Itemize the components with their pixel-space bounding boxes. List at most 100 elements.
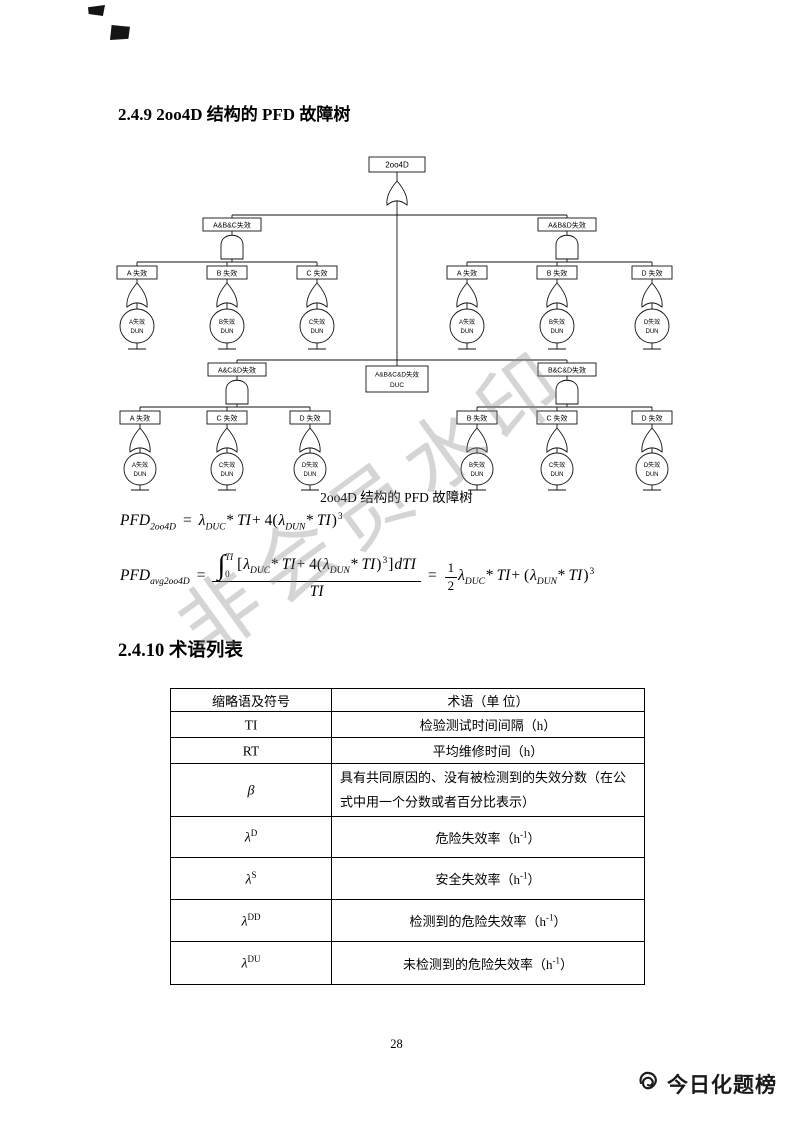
- gate-event-label: A&B&D失效: [548, 221, 586, 230]
- table-header-row: 缩略语及符号 术语（单 位）: [170, 688, 645, 712]
- and-gate-icon: [555, 234, 579, 260]
- tree-branch: A&C&D失效 A 失效 A失效 DUN C 失效 C失效 DUN: [119, 360, 331, 491]
- term-cell: 检验测试时间间隔（h）: [331, 711, 645, 738]
- section-heading-2410: 2.4.10 术语列表: [118, 641, 243, 661]
- tree-root: 2oo4D: [232, 156, 567, 361]
- term-cell: 危险失效率（h-1）: [331, 816, 645, 859]
- event-label: A失效: [132, 461, 148, 469]
- symbol-cell: λDU: [170, 941, 332, 986]
- table-row: λDD 检测到的危险失效率（h-1）: [170, 899, 645, 943]
- brand-logo: 今日化题榜: [636, 1068, 777, 1099]
- basic-event-circle: [540, 452, 574, 486]
- terms-table: 缩略语及符号 术语（单 位） TI 检验测试时间间隔（h） RT 平均维修时间（…: [170, 688, 645, 986]
- basic-event-circle: [299, 308, 335, 344]
- col-header-term: 术语（单 位）: [331, 688, 645, 712]
- event-mode-label: DUN: [471, 472, 484, 478]
- table-row: λDU 未检测到的危险失效率（h-1）: [170, 941, 645, 986]
- and-gate-icon: [555, 379, 579, 405]
- event-mode-label: DUN: [646, 329, 659, 335]
- term-cell: 检测到的危险失效率（h-1）: [331, 899, 645, 943]
- duc-label-line1: A&B&C&D失效: [375, 370, 420, 379]
- node-label: B 失效: [547, 269, 568, 278]
- event-mode-label: DUN: [221, 329, 234, 335]
- duc-label-line2: DUC: [390, 382, 404, 389]
- basic-event-circle: [635, 452, 669, 486]
- node-label: D 失效: [642, 414, 663, 423]
- tree-branch: B&C&D失效 B 失效 B失效 DUN C 失效 C失效 DUN: [456, 360, 673, 491]
- gate-event-label: A&C&D失效: [218, 366, 256, 375]
- node-label: A 失效: [130, 414, 150, 423]
- scan-artifact: [110, 25, 130, 40]
- and-gate-icon: [220, 234, 244, 260]
- table-row: λD 危险失效率（h-1）: [170, 816, 645, 859]
- basic-event-circle: [449, 308, 485, 344]
- symbol-cell: λDD: [170, 899, 332, 943]
- term-cell: 平均维修时间（h）: [331, 737, 645, 764]
- basic-event-circle: [634, 308, 670, 344]
- page-number: 28: [390, 1037, 403, 1051]
- and-gate-icon: [225, 379, 249, 405]
- formula-term: PFD: [120, 512, 151, 530]
- node-label: A 失效: [127, 269, 147, 278]
- integral-sign: ∫: [217, 549, 226, 581]
- event-label: A失效: [459, 318, 475, 326]
- node-label: A 失效: [457, 269, 477, 278]
- event-label: D失效: [644, 461, 660, 469]
- node-label: C 失效: [217, 414, 238, 423]
- duc-event-box: A&B&C&D失效 DUC: [365, 360, 429, 393]
- event-mode-label: DUN: [551, 472, 564, 478]
- event-label: D失效: [644, 318, 660, 326]
- node-label: B 失效: [217, 269, 238, 278]
- basic-event-circle: [210, 452, 244, 486]
- event-mode-label: DUN: [311, 329, 324, 335]
- term-cell: 未检测到的危险失效率（h-1）: [331, 941, 645, 986]
- event-mode-label: DUN: [221, 472, 234, 478]
- event-label: A失效: [129, 318, 145, 326]
- formula-pfd-2oo4d: PFD2oo4D=λDUC* TI+ 4(λDUN* TI)3: [120, 512, 343, 533]
- event-label: C失效: [309, 318, 325, 326]
- event-mode-label: DUN: [646, 472, 659, 478]
- term-cell: 具有共同原因的、没有被检测到的失效分数（在公式中用一个分数或者百分比表示）: [331, 762, 645, 818]
- table-row: RT 平均维修时间（h）: [170, 737, 645, 764]
- event-label: C失效: [549, 461, 565, 469]
- section-heading-249: 2.4.9 2oo4D 结构的 PFD 故障树: [118, 105, 351, 124]
- node-label: C 失效: [307, 269, 328, 278]
- node-label: D 失效: [642, 269, 663, 278]
- table-row: λS 安全失效率（h-1）: [170, 857, 645, 901]
- formula-term: PFD: [120, 567, 151, 585]
- fault-tree-diagram: 2oo4D A&B&C失效 A 失效 A失效 DUN: [116, 156, 673, 491]
- scan-artifact: [88, 5, 105, 16]
- event-mode-label: DUN: [131, 329, 144, 335]
- tree-branch: A&B&C失效 A 失效 A失效 DUN B 失效 B失效 DUN: [116, 215, 338, 350]
- gate-event-label: B&C&D失效: [548, 366, 586, 375]
- symbol-cell: TI: [170, 711, 332, 738]
- figure-caption: 2oo4D 结构的 PFD 故障树: [320, 490, 473, 505]
- node-label: B 失效: [467, 414, 488, 423]
- basic-event-circle: [460, 452, 494, 486]
- basic-event-circle: [539, 308, 575, 344]
- brand-icon: [636, 1068, 662, 1099]
- event-mode-label: DUN: [551, 329, 564, 335]
- basic-event-circle: [293, 452, 327, 486]
- symbol-cell: β: [170, 762, 332, 818]
- basic-event-circle: [123, 452, 157, 486]
- root-label: 2oo4D: [385, 161, 409, 170]
- symbol-cell: λS: [170, 857, 332, 901]
- brand-name: 今日化题榜: [667, 1072, 777, 1097]
- node-label: D 失效: [300, 414, 321, 423]
- table-row: β 具有共同原因的、没有被检测到的失效分数（在公式中用一个分数或者百分比表示）: [170, 762, 645, 818]
- event-label: B失效: [219, 318, 235, 326]
- event-mode-label: DUN: [134, 472, 147, 478]
- event-mode-label: DUN: [304, 472, 317, 478]
- basic-event-circle: [119, 308, 155, 344]
- symbol-cell: λD: [170, 816, 332, 859]
- node-label: C 失效: [547, 414, 568, 423]
- table-row: TI 检验测试时间间隔（h）: [170, 711, 645, 738]
- event-label: B失效: [469, 461, 485, 469]
- col-header-symbol: 缩略语及符号: [170, 688, 332, 712]
